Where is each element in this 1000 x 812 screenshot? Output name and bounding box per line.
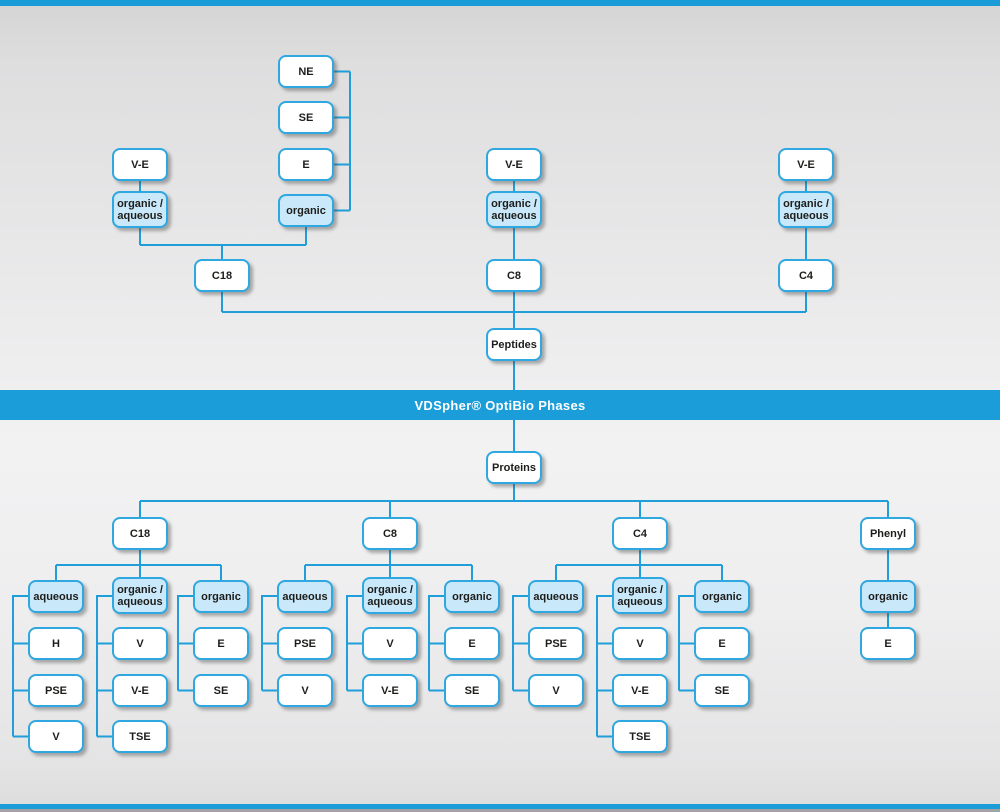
prot-phenyl-cat-organic: organic	[860, 580, 916, 613]
prot-c18-organic-e: E	[193, 627, 249, 660]
prot-c18: C18	[112, 517, 168, 550]
prot-c4-orgaq-ve: V-E	[612, 674, 668, 707]
prot-c4-orgaq-tse: TSE	[612, 720, 668, 753]
prot-c18-aqueous-pse: PSE	[28, 674, 84, 707]
prot-c18-cat-organic: organic	[193, 580, 249, 613]
prot-c18-orgaq-tse: TSE	[112, 720, 168, 753]
banner-title: VDSpher® OptiBio Phases	[414, 397, 586, 413]
prot-c18-aqueous-h: H	[28, 627, 84, 660]
bottom-accent-bar	[0, 804, 1000, 809]
prot-phenyl: Phenyl	[860, 517, 916, 550]
pept-c8: C8	[486, 259, 542, 292]
pept-c8-organic-aqueous: organic / aqueous	[486, 191, 542, 228]
prot-c4-organic-e: E	[694, 627, 750, 660]
prot-c18-aqueous-v: V	[28, 720, 84, 753]
banner: VDSpher® OptiBio Phases	[0, 390, 1000, 420]
pept-c18-mode-organic: organic	[278, 194, 334, 227]
prot-c4: C4	[612, 517, 668, 550]
pept-c18: C18	[194, 259, 250, 292]
prot-c4-aqueous-v: V	[528, 674, 584, 707]
prot-phenyl-organic-e: E	[860, 627, 916, 660]
prot-c8-cat-aqueous: aqueous	[277, 580, 333, 613]
prot-c8-cat-organic-aqueous: organic / aqueous	[362, 577, 418, 614]
prot-c18-orgaq-ve: V-E	[112, 674, 168, 707]
prot-c8-aqueous-v: V	[277, 674, 333, 707]
pept-c18-ve: V-E	[112, 148, 168, 181]
prot-c8-orgaq-v: V	[362, 627, 418, 660]
prot-c18-cat-organic-aqueous: organic / aqueous	[112, 577, 168, 614]
bottom-edge-bar	[0, 809, 1000, 812]
peptides-root: Peptides	[486, 328, 542, 361]
pept-c18-mode-se: SE	[278, 101, 334, 134]
prot-c4-cat-organic: organic	[694, 580, 750, 613]
prot-c18-cat-aqueous: aqueous	[28, 580, 84, 613]
pept-c18-organic-aqueous: organic / aqueous	[112, 191, 168, 228]
prot-c8-aqueous-pse: PSE	[277, 627, 333, 660]
prot-c18-orgaq-v: V	[112, 627, 168, 660]
prot-c8-cat-organic: organic	[444, 580, 500, 613]
prot-c4-cat-aqueous: aqueous	[528, 580, 584, 613]
prot-c8-organic-se: SE	[444, 674, 500, 707]
prot-c4-cat-organic-aqueous: organic / aqueous	[612, 577, 668, 614]
pept-c8-ve: V-E	[486, 148, 542, 181]
proteins-root: Proteins	[486, 451, 542, 484]
prot-c4-orgaq-v: V	[612, 627, 668, 660]
pept-c18-mode-ne: NE	[278, 55, 334, 88]
prot-c8-organic-e: E	[444, 627, 500, 660]
pept-c4-ve: V-E	[778, 148, 834, 181]
prot-c4-organic-se: SE	[694, 674, 750, 707]
pept-c4: C4	[778, 259, 834, 292]
prot-c18-organic-se: SE	[193, 674, 249, 707]
prot-c4-aqueous-pse: PSE	[528, 627, 584, 660]
prot-c8-orgaq-ve: V-E	[362, 674, 418, 707]
top-accent-bar	[0, 0, 1000, 6]
pept-c18-mode-e: E	[278, 148, 334, 181]
prot-c8: C8	[362, 517, 418, 550]
pept-c4-organic-aqueous: organic / aqueous	[778, 191, 834, 228]
